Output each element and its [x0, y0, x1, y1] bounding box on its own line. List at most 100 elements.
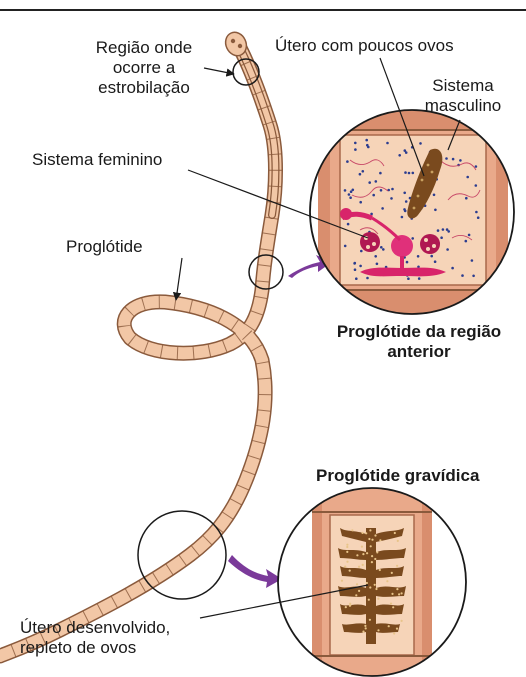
label-sistema-feminino: Sistema feminino [32, 150, 162, 170]
leader-proglotide [176, 258, 182, 300]
egg-dot [365, 532, 367, 534]
ovary-left [360, 232, 380, 252]
testis-dot [365, 139, 368, 142]
egg-dot [355, 594, 357, 596]
testis-dot [440, 236, 443, 239]
label-utero-desenvolvido-line-1: Útero desenvolvido, [20, 618, 170, 638]
testis-dot [404, 149, 407, 152]
label-utero-desenvolvido-line-2: repleto de ovos [20, 638, 170, 658]
egg-dot [358, 590, 360, 592]
egg-dot [377, 629, 379, 631]
label-proglotide: Proglótide [66, 237, 143, 257]
ovary-center [391, 235, 413, 257]
egg-dot [397, 540, 399, 542]
egg-dot [393, 632, 395, 634]
testis-dot [391, 188, 394, 191]
testis-dot [437, 229, 440, 232]
egg-dot [374, 558, 376, 560]
egg-dot [368, 538, 370, 540]
testis-dot [344, 245, 347, 248]
testis-dot [354, 268, 357, 271]
egg-dot [371, 539, 373, 541]
testis-dot [349, 196, 352, 199]
testis-dot [466, 176, 469, 179]
testis-dot [375, 180, 378, 183]
egg-dot [341, 580, 343, 582]
egg-dot [391, 572, 393, 574]
testis-dot [366, 277, 369, 280]
testis-dot [417, 255, 420, 258]
egg-dot [356, 554, 358, 556]
egg-dot [361, 546, 363, 548]
testis-dot [386, 142, 389, 145]
egg-dot [371, 561, 373, 563]
testis-dot [404, 171, 407, 174]
testis-dot [350, 190, 353, 193]
testis-dot [344, 189, 347, 192]
testis-dot [403, 208, 406, 211]
egg-dot [388, 625, 390, 627]
egg-dot [396, 588, 398, 590]
anterior-proglottid-detail [300, 100, 526, 330]
testis-dot [411, 237, 414, 240]
label-sistema-masculino-line-1: Sistema [404, 76, 522, 96]
egg-dot [362, 631, 364, 633]
egg-dot [366, 552, 368, 554]
egg-dot [366, 582, 368, 584]
testis-dot [348, 193, 351, 196]
testis-dot [359, 173, 362, 176]
egg-dot [362, 564, 364, 566]
egg-dot [394, 532, 396, 534]
vitelline-gland [360, 268, 446, 277]
testis-dot [430, 255, 433, 258]
testis-dot [347, 223, 350, 226]
egg-dot [390, 603, 392, 605]
egg-dot [396, 628, 398, 630]
egg-dot [376, 551, 378, 553]
testis-dot [434, 209, 437, 212]
testis-dot [398, 154, 401, 157]
testis-dot [405, 200, 408, 203]
testis-dot [408, 172, 411, 175]
gravid-proglottid-detail [270, 485, 480, 677]
label-utero-desenvolvido: Útero desenvolvido, repleto de ovos [20, 618, 170, 658]
egg-dot [374, 584, 376, 586]
egg-dot [368, 599, 370, 601]
testis-dot [446, 248, 449, 251]
egg-dot [364, 625, 366, 627]
egg-dot [358, 566, 360, 568]
label-estrobilacao-line-1: Região onde [74, 38, 214, 58]
egg-dot [365, 627, 367, 629]
testis-dot [434, 260, 437, 263]
egg-dot [386, 580, 388, 582]
egg-dot [349, 603, 351, 605]
testis-dot [471, 259, 474, 262]
testis-dot [452, 158, 455, 161]
egg-dot [375, 588, 377, 590]
label-utero-poucos-ovos: Útero com poucos ovos [275, 36, 454, 56]
egg-dot [392, 606, 394, 608]
testis-dot [380, 246, 383, 249]
testis-dot [401, 216, 404, 219]
egg-dot [391, 593, 393, 595]
label-sistema-masculino: Sistema masculino [404, 76, 522, 116]
label-proglotide-anterior-line-2: anterior [312, 342, 526, 362]
egg-dot [401, 592, 403, 594]
label-sistema-masculino-line-2: masculino [404, 96, 522, 116]
testis-dot [459, 159, 462, 162]
testis-dot [372, 194, 375, 197]
label-estrobilacao-line-3: estrobilação [74, 78, 214, 98]
testis-dot [445, 157, 448, 160]
egg-dot [396, 565, 398, 567]
testis-dot [475, 165, 478, 168]
testis-dot [468, 234, 471, 237]
testis-dot [370, 213, 373, 216]
testis-dot [475, 211, 478, 214]
testis-dot [451, 267, 454, 270]
egg-dot [346, 551, 348, 553]
testis-dot [477, 216, 480, 219]
testis-dot [406, 261, 409, 264]
label-proglotide-gravidica: Proglótide gravídica [316, 466, 479, 486]
testis-dot [446, 228, 449, 231]
egg-dot [371, 555, 373, 557]
